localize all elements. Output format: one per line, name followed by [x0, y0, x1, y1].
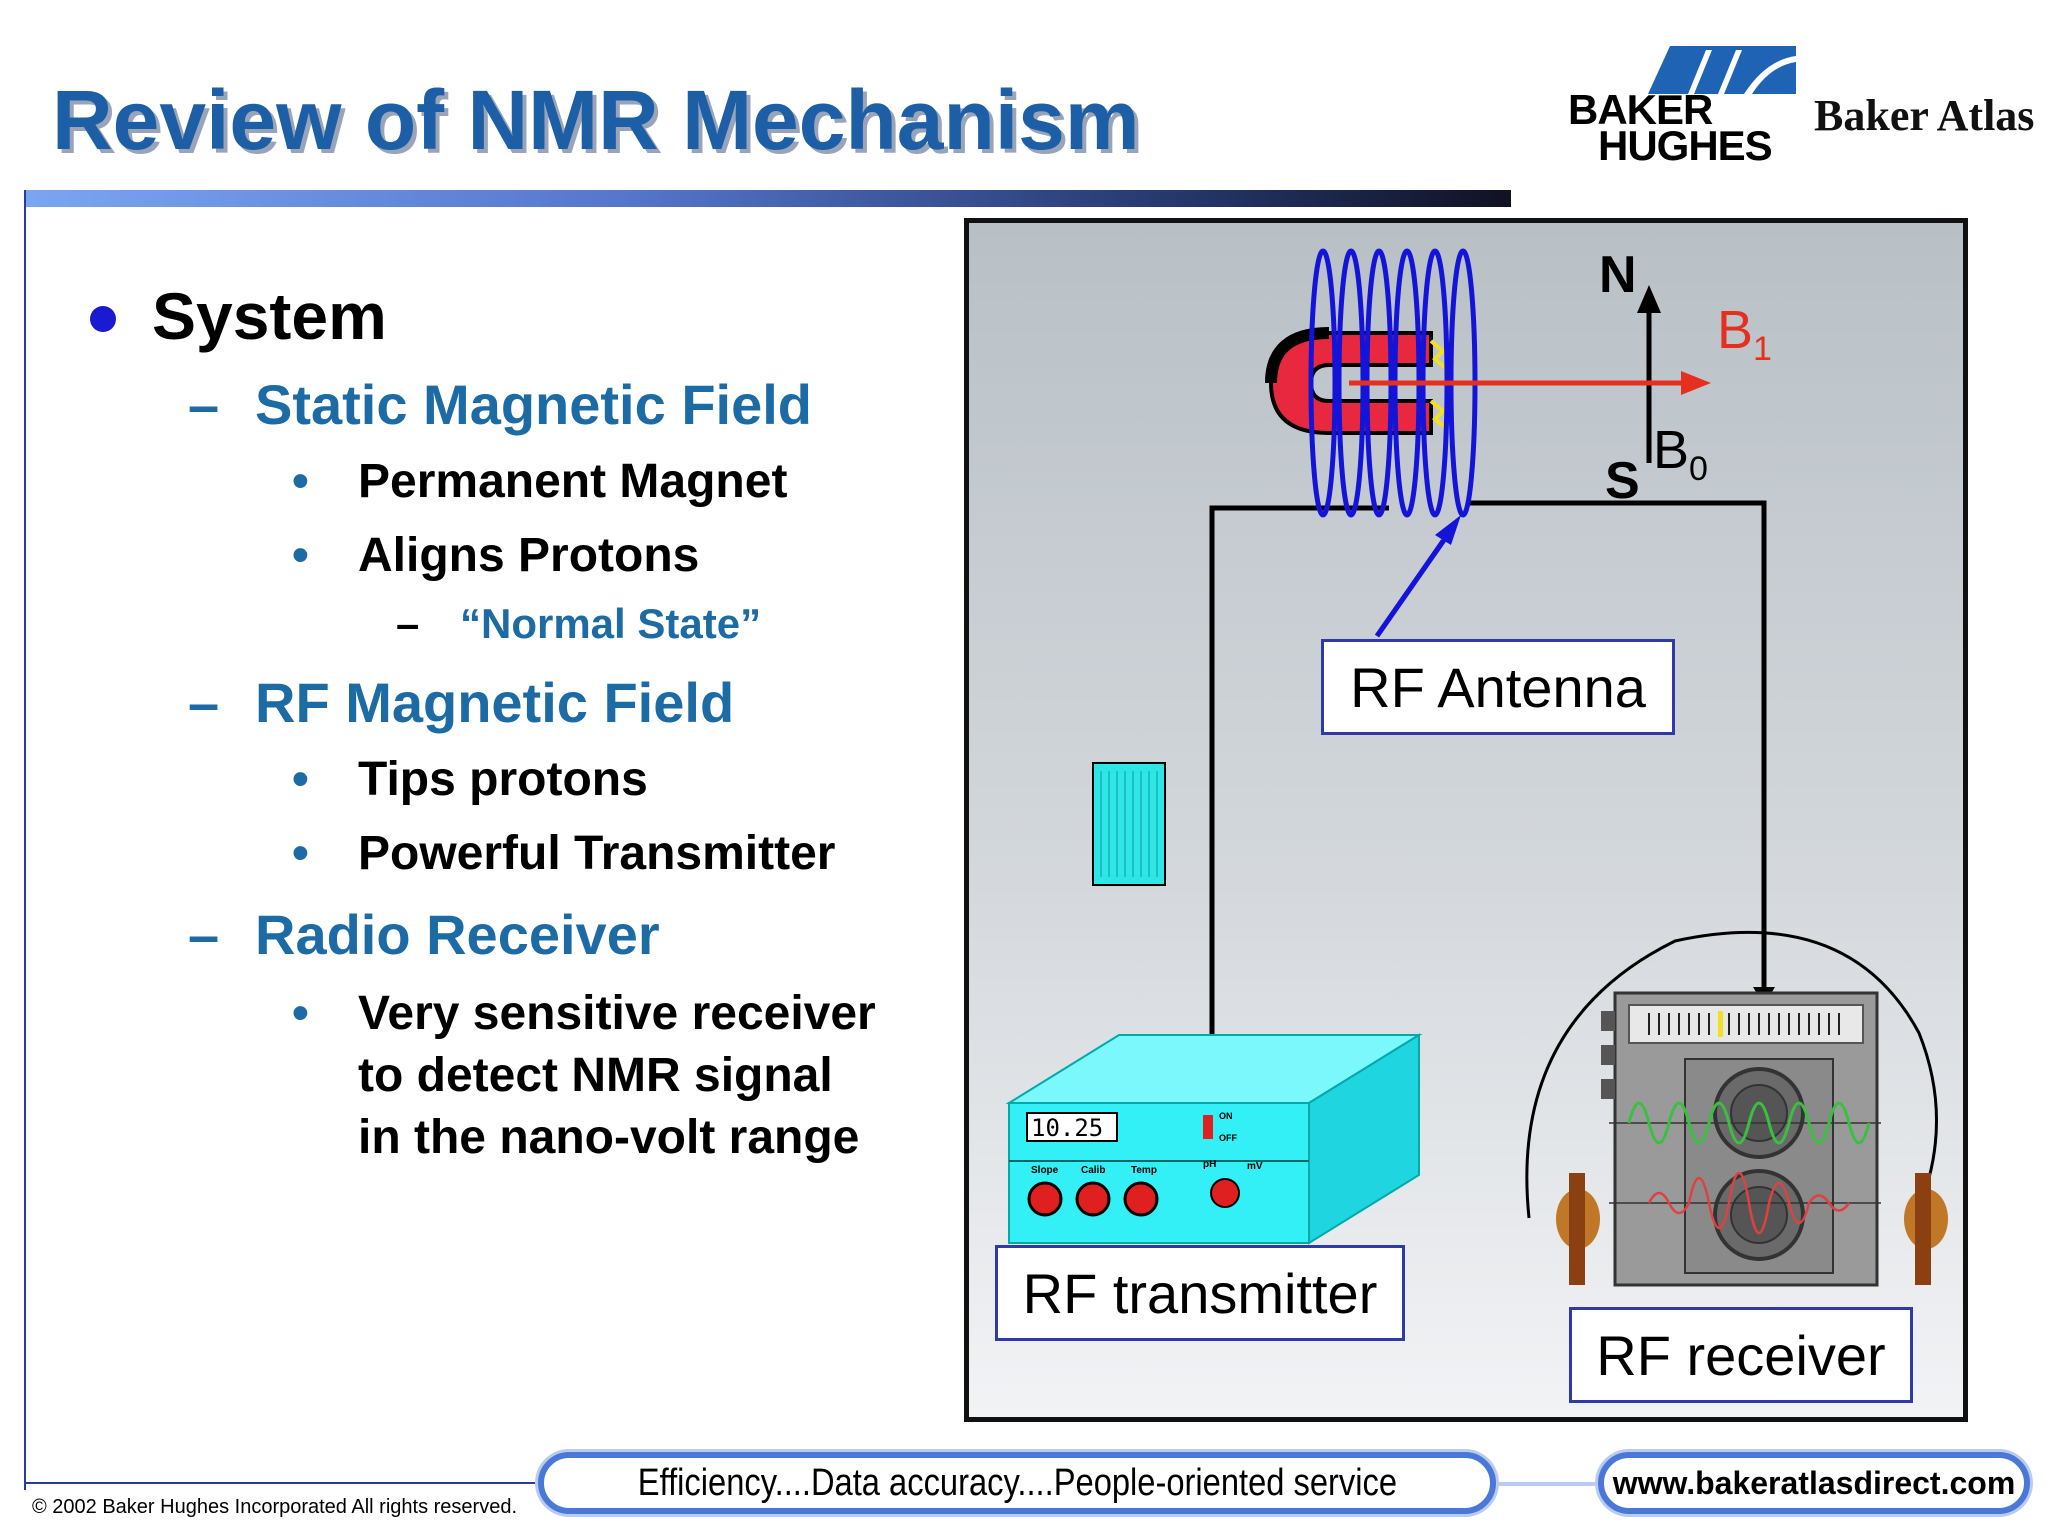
copyright-notice: © 2002 Baker Hughes Incorporated All rig…	[32, 1496, 517, 1518]
footer-url-link[interactable]: www.bakeratlasdirect.com	[1612, 1464, 2016, 1501]
rf-receiver-device-icon	[1525, 930, 1948, 1287]
bullet-powerful-transmitter: Powerful Transmitter	[358, 827, 836, 880]
b0-letter: B	[1653, 420, 1690, 480]
footer-connector-line	[1490, 1482, 1600, 1486]
bullet-receiver-line3: in the nano-volt range	[358, 1111, 860, 1164]
pole-n-label: N	[1599, 246, 1637, 304]
bullet-receiver-line2: to detect NMR signal	[358, 1049, 833, 1102]
baker-hughes-line1: BAKER	[1568, 86, 1713, 133]
footer-slogan-pill: Efficiency....Data accuracy....People-or…	[538, 1452, 1496, 1514]
green-signal-wave	[1627, 1101, 1871, 1145]
switch-on-label: ON	[1219, 1111, 1233, 1121]
dot-marker: •	[292, 827, 309, 880]
dot-marker: •	[292, 753, 309, 806]
b1-arrowhead	[1681, 371, 1711, 395]
bullet-tips-protons: Tips protons	[358, 753, 648, 806]
switch-off-label: OFF	[1219, 1133, 1237, 1143]
bullet-aligns-protons: Aligns Protons	[358, 529, 700, 582]
b1-letter: B	[1717, 300, 1754, 360]
b1-label: B1	[1717, 299, 1772, 369]
knob-label-slope: Slope	[1031, 1165, 1059, 1176]
antenna-pointer-line	[1374, 539, 1446, 638]
dash-marker: –	[188, 903, 220, 966]
bullet-normal-state: “Normal State”	[460, 600, 762, 647]
bullet-static-field: Static Magnetic Field	[255, 373, 812, 436]
bullet-system: System	[152, 279, 387, 353]
bullet-dot-icon	[90, 306, 116, 332]
baker-hughes-wordmark: BAKER HUGHES	[1568, 86, 1773, 169]
sample-card-icon	[1092, 762, 1166, 886]
company-logos: BAKER HUGHES Baker Atlas	[1560, 40, 2034, 180]
nmr-system-diagram: N S B1 B0 10.25 ON OFF Slope Calib Temp …	[964, 218, 1968, 1422]
dot-marker: •	[292, 529, 309, 582]
rf-transmitter-label: RF transmitter	[995, 1245, 1405, 1341]
antenna-pointer-arrowhead	[1435, 515, 1461, 545]
dash-marker: –	[396, 600, 420, 647]
dash-marker: –	[188, 373, 220, 436]
dot-marker: •	[292, 455, 309, 508]
knob-label-mv: mV	[1247, 1161, 1263, 1172]
bottom-frame-rule	[24, 1482, 544, 1484]
b1-subscript: 1	[1753, 329, 1772, 368]
knob-label-calib: Calib	[1081, 1165, 1106, 1176]
red-signal-wave	[1647, 1171, 1851, 1235]
knob-label-temp: Temp	[1131, 1165, 1157, 1176]
title-underline-bar	[26, 190, 1511, 207]
left-frame-rule	[24, 190, 26, 1490]
bullet-rf-field: RF Magnetic Field	[255, 671, 735, 734]
rf-receiver-label: RF receiver	[1569, 1307, 1913, 1403]
dot-marker: •	[292, 987, 309, 1040]
transmitter-wire	[1209, 505, 1389, 1045]
rf-antenna-label: RF Antenna	[1321, 639, 1675, 735]
knob-label-ph: pH	[1203, 1159, 1217, 1170]
b0-subscript: 0	[1689, 449, 1708, 488]
rf-transmitter-device-icon	[1005, 1033, 1423, 1245]
bullet-permanent-magnet: Permanent Magnet	[358, 455, 788, 508]
baker-atlas-wordmark: Baker Atlas	[1814, 91, 2035, 140]
baker-hughes-logo-icon	[1648, 46, 1796, 94]
bullet-radio-receiver: Radio Receiver	[255, 903, 660, 966]
footer-slogan: Efficiency....Data accuracy....People-or…	[637, 1461, 1397, 1504]
b0-label: B0	[1653, 419, 1708, 489]
diagram-canvas	[1005, 248, 1948, 1287]
baker-hughes-line2: HUGHES	[1598, 122, 1773, 169]
bullet-receiver-line1: Very sensitive receiver	[358, 987, 876, 1040]
dash-marker: –	[188, 671, 220, 734]
receiver-wire	[1469, 500, 1767, 993]
slide-title: Review of NMR Mechanism	[52, 73, 1140, 167]
footer-url-pill[interactable]: www.bakeratlasdirect.com	[1598, 1452, 2030, 1514]
transmitter-display-readout: 10.25	[1031, 1114, 1104, 1142]
b0-arrowhead	[1637, 285, 1661, 313]
pole-s-label: S	[1605, 452, 1640, 510]
